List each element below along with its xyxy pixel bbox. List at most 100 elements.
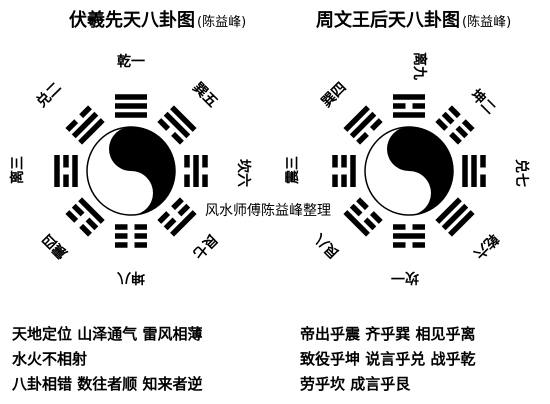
fuxi-bagua-diagram: 乾一 巽五 坎六 艮七 坤八 震四 离三 兑二: [9, 53, 252, 286]
yin-line-segment: [79, 105, 92, 119]
yin-yang-symbol: [364, 126, 454, 216]
yang-line: [115, 94, 147, 100]
yin-line-segment: [332, 155, 338, 168]
yin-line-segment: [480, 174, 486, 187]
yin-line-segment: [115, 233, 128, 239]
yin-line-segment: [163, 217, 177, 231]
yin-line-segment: [171, 131, 184, 145]
verse-line: 帝出乎震 齐乎巽 相见乎离: [300, 325, 476, 343]
yin-line-segment: [455, 125, 469, 139]
yin-line-segment: [65, 210, 79, 223]
left-title-text: 伏羲先天八卦图: [69, 10, 195, 31]
trigram-li: [54, 155, 78, 187]
trigram-li: [393, 94, 425, 118]
yin-line-segment: [448, 105, 461, 119]
verse-line: 八卦相错 数往者顺 知来者逆: [12, 375, 203, 393]
watermark-text: 风水师傅陈益峰整理: [205, 200, 331, 220]
yang-line: [462, 155, 468, 187]
yin-line-segment: [341, 174, 347, 187]
label-top-right: 巽五: [189, 80, 220, 111]
yang-eye: [124, 142, 138, 156]
yin-line-segment: [71, 203, 85, 217]
yin-line-segment: [341, 155, 347, 168]
yin-line-segment: [332, 174, 338, 187]
yin-line-segment: [349, 203, 363, 217]
yin-line-segment: [184, 174, 190, 187]
trigram-xun: [157, 105, 197, 145]
yin-line-segment: [115, 242, 128, 248]
yang-line: [170, 210, 197, 237]
yang-line: [54, 155, 60, 187]
label-right: 兑七: [513, 159, 530, 187]
yin-line-segment: [480, 155, 486, 168]
yin-line-segment: [115, 224, 128, 230]
yang-line: [170, 105, 197, 132]
yang-line: [393, 94, 425, 100]
verse-line: 劳乎坎 成言乎艮: [300, 375, 411, 393]
yang-line: [115, 103, 147, 109]
yang-line: [393, 233, 425, 239]
yin-line-segment: [134, 233, 147, 239]
fuxi-verses: 天地定位 山泽通气 雷风相薄 水火不相射 八卦相错 数往者顺 知来者逆: [12, 322, 202, 397]
left-yinyang: [86, 126, 176, 216]
yin-line-segment: [184, 155, 190, 168]
label-right: 坎六: [235, 159, 252, 187]
label-bottom-right: 艮七: [189, 230, 220, 261]
trigram-kun: [115, 224, 147, 248]
label-top-left: 兑二: [33, 79, 65, 111]
yin-line-segment: [435, 118, 449, 131]
yin-line-segment: [369, 118, 383, 131]
label-bottom: 坎一: [391, 269, 419, 286]
yin-line-segment: [157, 118, 171, 131]
yin-line-segment: [134, 224, 147, 230]
yang-line: [78, 118, 105, 145]
yin-line-segment: [356, 131, 369, 145]
yin-line-segment: [369, 211, 383, 224]
yang-line: [448, 210, 475, 237]
left-trigrams: [54, 94, 208, 248]
yin-line-segment: [412, 224, 425, 230]
trigram-kan: [393, 224, 425, 248]
trigram-qian: [435, 197, 475, 237]
yin-eye: [124, 186, 138, 200]
label-left: 离三: [9, 156, 26, 184]
label-bottom-left: 艮八: [311, 230, 343, 262]
right-diagram-title: 周文王后天八卦图(陈益峰): [316, 6, 511, 32]
yin-line-segment: [449, 131, 462, 145]
yin-line-segment: [65, 119, 79, 132]
trigram-dui: [65, 105, 105, 145]
right-yinyang: [364, 126, 454, 216]
yang-line: [72, 155, 78, 187]
yang-line: [441, 203, 469, 231]
yin-line-segment: [412, 242, 425, 248]
yin-line-segment: [63, 155, 69, 168]
yang-line: [393, 112, 425, 118]
wenwang-verses: 帝出乎震 齐乎巽 相见乎离 致役乎坤 说言乎兑 战乎乾 劳乎坎 成言乎艮: [300, 322, 475, 397]
trigram-dui: [462, 155, 486, 187]
trigram-gen: [157, 197, 197, 237]
yin-line-segment: [202, 174, 208, 187]
trigram-gen: [343, 197, 383, 237]
right-trigrams: [332, 94, 486, 248]
yang-line: [71, 111, 99, 139]
yin-line-segment: [171, 197, 184, 211]
yin-line-segment: [63, 174, 69, 187]
label-bottom-right: 乾六: [470, 230, 502, 262]
wenwang-bagua-diagram: 离九 坤二 兑七 乾六 坎一 艮八 震三 巽四: [285, 52, 530, 286]
yang-line: [115, 112, 147, 118]
label-top: 乾一: [117, 53, 145, 70]
yin-line-segment: [393, 103, 406, 109]
yin-yang-symbol: [86, 126, 176, 216]
yin-line-segment: [356, 197, 369, 211]
yang-line: [435, 197, 462, 224]
yang-line: [350, 155, 356, 187]
label-left: 震三: [285, 156, 301, 185]
yin-line-segment: [393, 224, 406, 230]
verse-line: 天地定位 山泽通气 雷风相薄: [12, 325, 203, 343]
trigram-kun: [435, 105, 475, 145]
yin-line-segment: [202, 155, 208, 168]
verse-line: 致役乎坤 说言乎兑 战乎乾: [300, 350, 476, 368]
yang-line: [343, 210, 370, 237]
yin-line-segment: [412, 103, 425, 109]
yin-line-segment: [393, 242, 406, 248]
